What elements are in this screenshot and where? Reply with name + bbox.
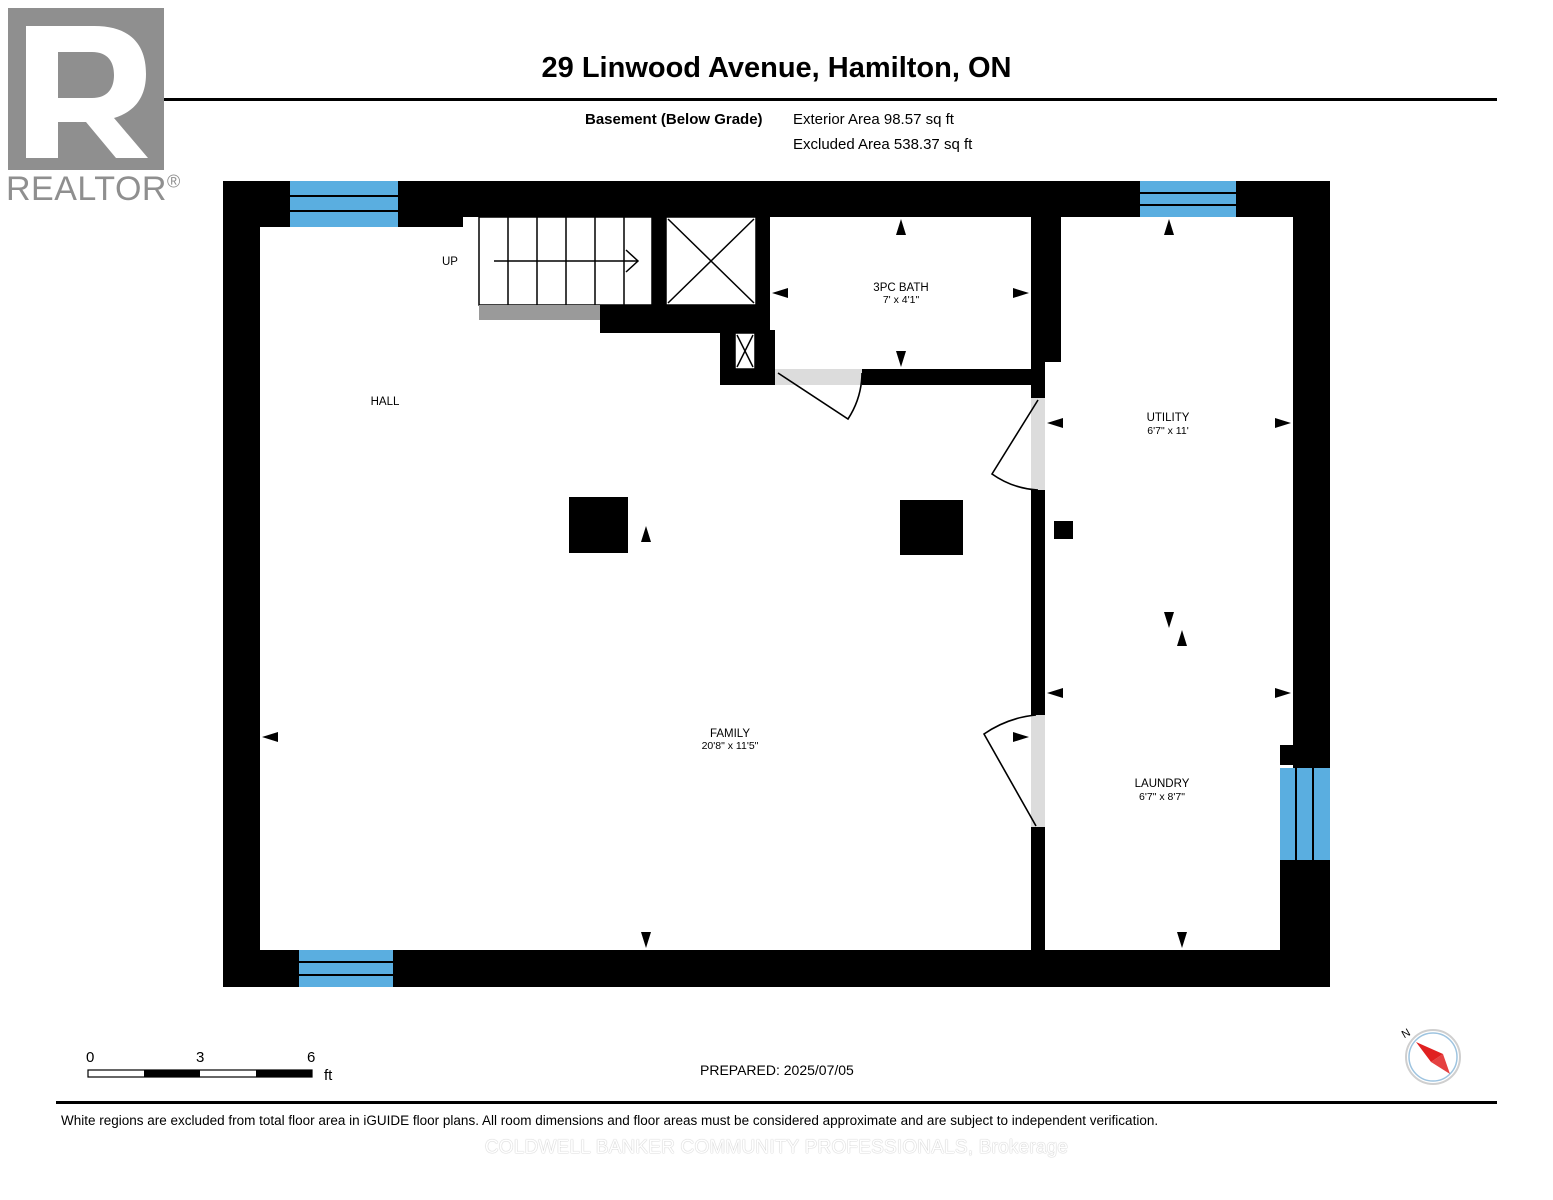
bath-door-swing	[777, 372, 863, 421]
bath-left-wall	[756, 217, 770, 333]
window-top-left	[290, 181, 398, 227]
floor-plan: UP HALL 3PC BATH 7' x 4'1" UTILITY 6'7" …	[223, 181, 1330, 987]
utility-dim: 6'7" x 11'	[1147, 425, 1188, 437]
disclaimer-text: White regions are excluded from total fl…	[61, 1113, 1159, 1128]
laundry-floor-lower	[1045, 860, 1280, 950]
post-utility	[1054, 521, 1073, 539]
realtor-word: REALTOR	[6, 170, 167, 208]
utility-door-swing	[990, 399, 1039, 491]
area-summary: Exterior Area 98.57 sq ft Excluded Area …	[793, 107, 972, 157]
dimension-arrows	[262, 219, 1291, 948]
bath-bottom-wall	[862, 369, 1045, 385]
bath-door-gap	[775, 369, 862, 385]
footer-divider	[56, 1101, 1497, 1104]
stair-closet-wall	[600, 305, 770, 333]
bath-floor	[770, 217, 1031, 369]
prepared-date: PREPARED: 2025/07/05	[700, 1062, 854, 1078]
utility-door-gap	[1031, 398, 1045, 490]
brokerage-watermark: COLDWELL BANKER COMMUNITY PROFESSIONALS,…	[484, 1137, 1069, 1158]
family-name: FAMILY	[710, 728, 750, 740]
laundry-door-swing	[982, 714, 1037, 827]
laundry-name: LAUNDRY	[1135, 778, 1190, 790]
scale-label-0: 0	[86, 1049, 94, 1066]
stair-landing	[479, 305, 600, 320]
window-right	[1280, 768, 1330, 860]
realtor-logo-icon	[8, 8, 164, 170]
exterior-area: Exterior Area 98.57 sq ft	[793, 111, 954, 128]
page-title: 29 Linwood Avenue, Hamilton, ON	[541, 52, 1012, 84]
laundry-window-bay	[1280, 745, 1293, 765]
window-top-right	[1140, 181, 1236, 217]
excluded-area: Excluded Area 538.37 sq ft	[793, 136, 973, 153]
scale-label-6: 6	[307, 1049, 315, 1066]
floor-label: Basement (Below Grade)	[585, 107, 763, 132]
stairs-up-label: UP	[442, 256, 458, 268]
bath-name: 3PC BATH	[873, 282, 928, 294]
compass-label: N	[1400, 1027, 1413, 1041]
laundry-dim: 6'7" x 8'7"	[1139, 791, 1185, 803]
registered-mark: ®	[166, 171, 181, 192]
scale-label-3: 3	[196, 1049, 204, 1066]
bath-dim: 7' x 4'1"	[883, 294, 920, 306]
closet-divider	[652, 217, 666, 333]
laundry-door-gap	[1031, 715, 1045, 827]
header-divider	[56, 98, 1497, 101]
scale-bar: 0 3 6 ft	[86, 1049, 333, 1084]
realtor-wordmark: REALTOR®	[6, 170, 181, 209]
scale-unit: ft	[324, 1067, 333, 1084]
window-bottom-left	[299, 950, 393, 987]
hall-label: HALL	[371, 396, 400, 408]
compass-icon: N	[1400, 1027, 1461, 1085]
family-dim: 20'8" x 11'5"	[702, 740, 759, 752]
column-left	[569, 497, 628, 553]
utility-laundry-floor	[1045, 217, 1293, 950]
column-right	[900, 500, 963, 555]
floor-label-text: Basement (Below Grade)	[585, 111, 763, 128]
utility-name: UTILITY	[1147, 412, 1190, 424]
utility-left-wall-upper	[1031, 217, 1061, 362]
laundry-lower-wall	[1280, 860, 1330, 950]
